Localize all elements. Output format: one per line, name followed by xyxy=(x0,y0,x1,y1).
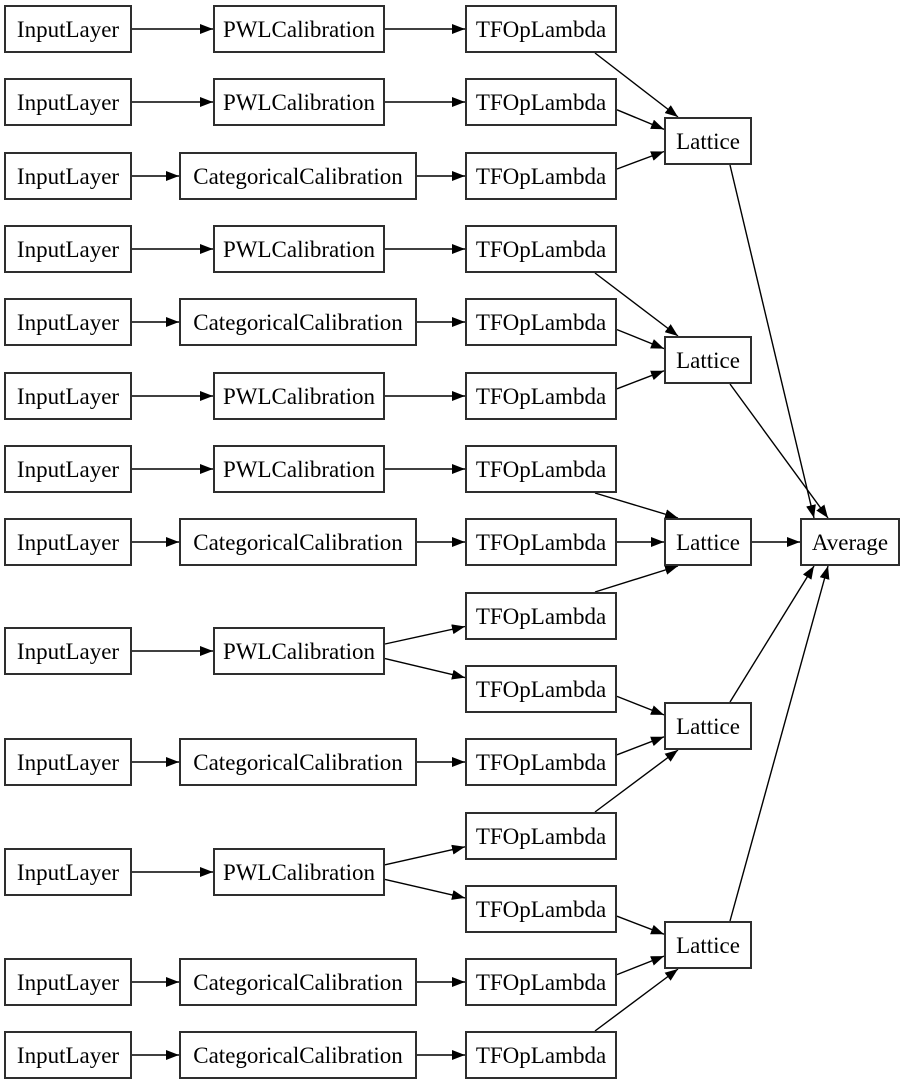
node-tfop-lambda-1: TFOpLambda xyxy=(465,5,617,53)
node-categorical-calibration-4: CategoricalCalibration xyxy=(179,738,417,786)
node-tfop-lambda-2: TFOpLambda xyxy=(465,78,617,126)
node-tfop-lambda-10: TFOpLambda xyxy=(465,665,617,713)
node-tfop-lambda-11: TFOpLambda xyxy=(465,738,617,786)
node-pwl-calibration-1: PWLCalibration xyxy=(213,5,385,53)
edge-tfop_7-to-lattice_3 xyxy=(594,492,679,520)
node-tfop-lambda-6: TFOpLambda xyxy=(465,372,617,420)
node-tfop-lambda-4: TFOpLambda xyxy=(465,225,617,273)
node-tfop-lambda-9: TFOpLambda xyxy=(465,592,617,640)
edge-tfop_5-to-lattice_2 xyxy=(616,328,665,350)
edge-tfop_13-to-lattice_5 xyxy=(616,915,665,935)
node-categorical-calibration-2: CategoricalCalibration xyxy=(179,298,417,346)
node-average: Average xyxy=(800,518,900,566)
node-input-layer-3: InputLayer xyxy=(4,152,132,200)
node-tfop-lambda-12: TFOpLambda xyxy=(465,812,617,860)
edge-tfop_3-to-lattice_1 xyxy=(616,150,665,170)
node-input-layer-7: InputLayer xyxy=(4,445,132,493)
node-categorical-calibration-3: CategoricalCalibration xyxy=(179,518,417,566)
edge-pwl_6-to-tfop_10 xyxy=(384,657,466,680)
node-categorical-calibration-5: CategoricalCalibration xyxy=(179,958,417,1006)
edge-pwl_7-to-tfop_13 xyxy=(384,878,466,900)
edge-tfop_6-to-lattice_2 xyxy=(616,370,665,390)
node-input-layer-6: InputLayer xyxy=(4,372,132,420)
node-input-layer-5: InputLayer xyxy=(4,298,132,346)
node-tfop-lambda-8: TFOpLambda xyxy=(465,518,617,566)
edge-tfop_14-to-lattice_5 xyxy=(616,955,665,976)
node-tfop-lambda-7: TFOpLambda xyxy=(465,445,617,493)
edge-pwl_6-to-tfop_9 xyxy=(384,624,466,645)
node-lattice-2: Lattice xyxy=(664,336,752,384)
node-pwl-calibration-7: PWLCalibration xyxy=(213,848,385,896)
node-input-layer-12: InputLayer xyxy=(4,958,132,1006)
edge-tfop_9-to-lattice_3 xyxy=(594,565,679,593)
edge-tfop_10-to-lattice_4 xyxy=(616,695,665,716)
node-lattice-1: Lattice xyxy=(664,117,752,165)
node-pwl-calibration-3: PWLCalibration xyxy=(213,225,385,273)
node-lattice-5: Lattice xyxy=(664,921,752,969)
node-lattice-4: Lattice xyxy=(664,702,752,750)
node-tfop-lambda-14: TFOpLambda xyxy=(465,958,617,1006)
node-pwl-calibration-5: PWLCalibration xyxy=(213,445,385,493)
node-input-layer-8: InputLayer xyxy=(4,518,132,566)
node-input-layer-11: InputLayer xyxy=(4,848,132,896)
node-pwl-calibration-6: PWLCalibration xyxy=(213,627,385,675)
node-categorical-calibration-1: CategoricalCalibration xyxy=(179,152,417,200)
node-input-layer-1: InputLayer xyxy=(4,5,132,53)
edge-tfop_11-to-lattice_4 xyxy=(616,736,665,756)
node-pwl-calibration-4: PWLCalibration xyxy=(213,372,385,420)
node-input-layer-9: InputLayer xyxy=(4,627,132,675)
edge-lattice_2-to-average xyxy=(729,383,829,519)
node-tfop-lambda-15: TFOpLambda xyxy=(465,1031,617,1079)
node-input-layer-13: InputLayer xyxy=(4,1031,132,1079)
edge-pwl_7-to-tfop_12 xyxy=(384,844,466,866)
edge-lattice_4-to-average xyxy=(729,565,815,703)
node-categorical-calibration-6: CategoricalCalibration xyxy=(179,1031,417,1079)
node-tfop-lambda-3: TFOpLambda xyxy=(465,152,617,200)
node-input-layer-2: InputLayer xyxy=(4,78,132,126)
node-input-layer-10: InputLayer xyxy=(4,738,132,786)
node-input-layer-4: InputLayer xyxy=(4,225,132,273)
edge-tfop_2-to-lattice_1 xyxy=(616,109,665,130)
node-pwl-calibration-2: PWLCalibration xyxy=(213,78,385,126)
node-lattice-3: Lattice xyxy=(664,518,752,566)
node-tfop-lambda-5: TFOpLambda xyxy=(465,298,617,346)
node-tfop-lambda-13: TFOpLambda xyxy=(465,885,617,933)
